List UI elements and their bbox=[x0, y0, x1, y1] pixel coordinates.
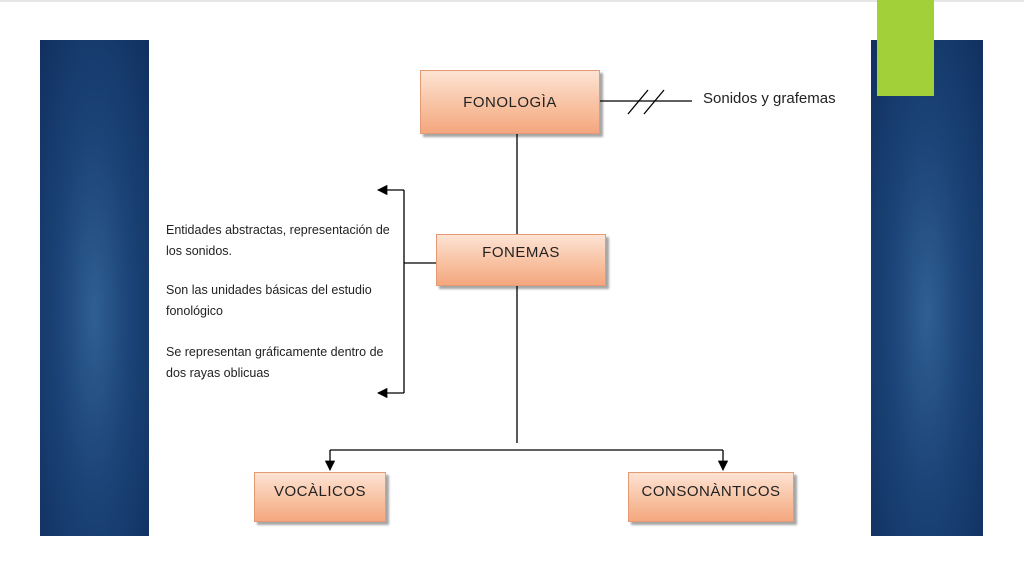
node-consonanticos-label: CONSONÀNTICOS bbox=[641, 483, 781, 500]
slash-mark-2 bbox=[643, 89, 665, 115]
node-fonologia: FONOLOGÌA bbox=[420, 70, 600, 134]
node-vocalicos: VOCÀLICOS bbox=[254, 472, 386, 522]
description-2: Son las unidades básicas del estudio fon… bbox=[166, 283, 372, 318]
green-accent-tab bbox=[877, 0, 934, 96]
node-vocalicos-label: VOCÀLICOS bbox=[273, 483, 367, 500]
description-3: Se representan gráficamente dentro de do… bbox=[166, 345, 384, 380]
node-fonologia-label: FONOLOGÌA bbox=[463, 93, 557, 111]
right-blue-panel bbox=[871, 40, 983, 536]
top-rule bbox=[0, 0, 1024, 2]
left-blue-panel bbox=[40, 40, 149, 536]
description-1: Entidades abstractas, representación de … bbox=[166, 223, 390, 258]
side-label-sonidos: Sonidos y grafemas bbox=[703, 90, 836, 107]
node-consonanticos: CONSONÀNTICOS bbox=[628, 472, 794, 522]
node-fonemas: FONEMAS bbox=[436, 234, 606, 286]
slash-mark-1 bbox=[627, 89, 649, 115]
node-fonemas-label: FONEMAS bbox=[482, 244, 560, 261]
